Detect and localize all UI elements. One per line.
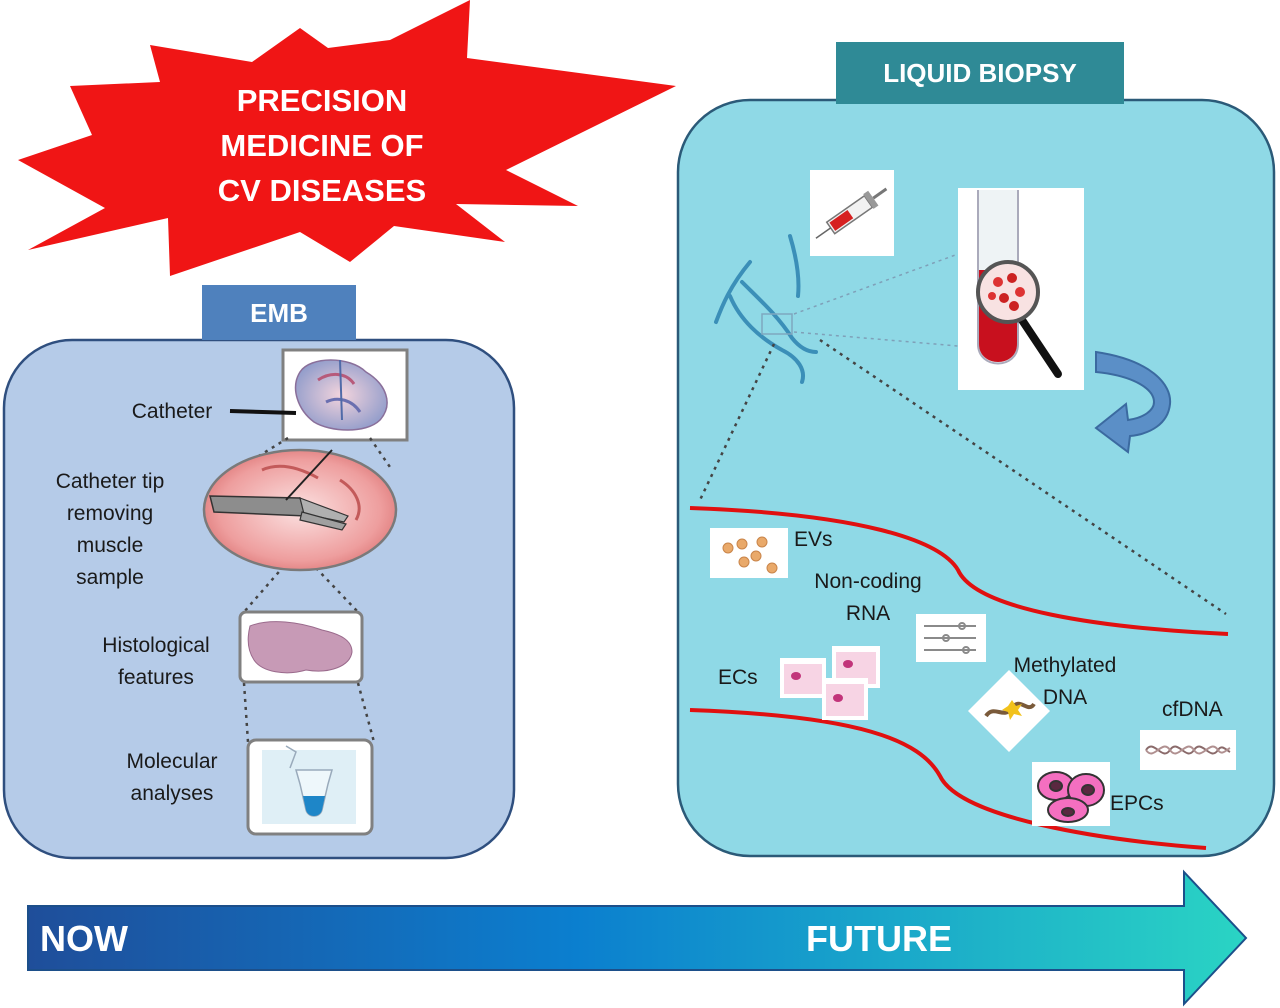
vesicles-icon — [722, 536, 778, 574]
noncoding-rna-line-1: Non-coding — [814, 570, 922, 593]
endothelial-cells-icon — [780, 646, 880, 720]
noncoding-rna-line-2: RNA — [845, 602, 891, 625]
catheter-tip-line-3: muscle — [76, 534, 144, 557]
catheter-tip-line-2: removing — [66, 502, 154, 525]
rna-strands-icon — [924, 622, 976, 654]
starburst-title: PRECISION MEDICINE OF CV DISEASES — [190, 78, 454, 213]
liquid-biopsy-header: LIQUID BIOPSY — [883, 58, 1077, 88]
histological-line-2: features — [118, 666, 194, 689]
epcs-label: EPCs — [1110, 792, 1164, 815]
molecular-line-2: analyses — [130, 782, 214, 805]
progenitor-cells-icon — [1037, 771, 1105, 823]
dna-helix-icon — [1145, 745, 1231, 755]
catheter-pointer-line — [229, 409, 297, 415]
catheter-label: Catheter — [131, 400, 213, 423]
blood-tube-icon — [976, 190, 1062, 378]
arm-veins-icon — [714, 234, 818, 384]
catheter-tip-line-4: sample — [76, 566, 144, 589]
starburst-line-2: MEDICINE OF — [220, 128, 424, 163]
timeline-now-label: NOW — [40, 918, 128, 959]
ecs-label: ECs — [718, 666, 758, 689]
vessel-upper-wall — [689, 506, 1229, 636]
methylated-dna-icon — [984, 700, 1036, 720]
catheter-tip-label: Catheter tip removing muscle sample — [30, 466, 190, 594]
methylated-dna-line-2: DNA — [1042, 686, 1088, 709]
precision-starburst — [18, 0, 676, 276]
methylated-dna-label: Methylated DNA — [998, 650, 1132, 714]
vessel-lower-wall — [689, 708, 1207, 850]
eppendorf-tube-icon — [262, 745, 356, 824]
catheter-tip-icon — [202, 448, 398, 572]
histological-line-1: Histological — [102, 634, 210, 657]
evs-label: EVs — [794, 528, 833, 551]
liquid-biopsy-dotted-connectors — [698, 338, 1227, 616]
histological-label: Histological features — [80, 630, 232, 694]
cfdna-label: cfDNA — [1162, 698, 1223, 721]
vein-zoom-box — [761, 313, 793, 335]
syringe-icon — [815, 187, 888, 239]
starburst-line-3: CV DISEASES — [217, 173, 427, 208]
timeline-future-label: FUTURE — [806, 918, 952, 959]
liquid-biopsy-header-tab — [836, 42, 1124, 104]
cfdna-image-frame — [1140, 730, 1236, 770]
curved-return-arrow-icon — [1094, 350, 1172, 454]
heart-icon — [294, 359, 388, 431]
noncoding-rna-label: Non-coding RNA — [800, 566, 936, 630]
molecular-label: Molecular analyses — [106, 746, 238, 810]
catheter-tip-line-1: Catheter tip — [55, 470, 165, 493]
emb-header: EMB — [250, 298, 308, 328]
tube-dotted-connectors — [793, 253, 959, 347]
molecular-line-1: Molecular — [126, 750, 218, 773]
histology-tissue-icon — [247, 621, 353, 674]
timeline-arrow — [27, 869, 1248, 1007]
methylated-dna-line-1: Methylated — [1013, 654, 1117, 677]
emb-header-tab — [202, 285, 356, 340]
starburst-line-1: PRECISION — [236, 83, 408, 118]
